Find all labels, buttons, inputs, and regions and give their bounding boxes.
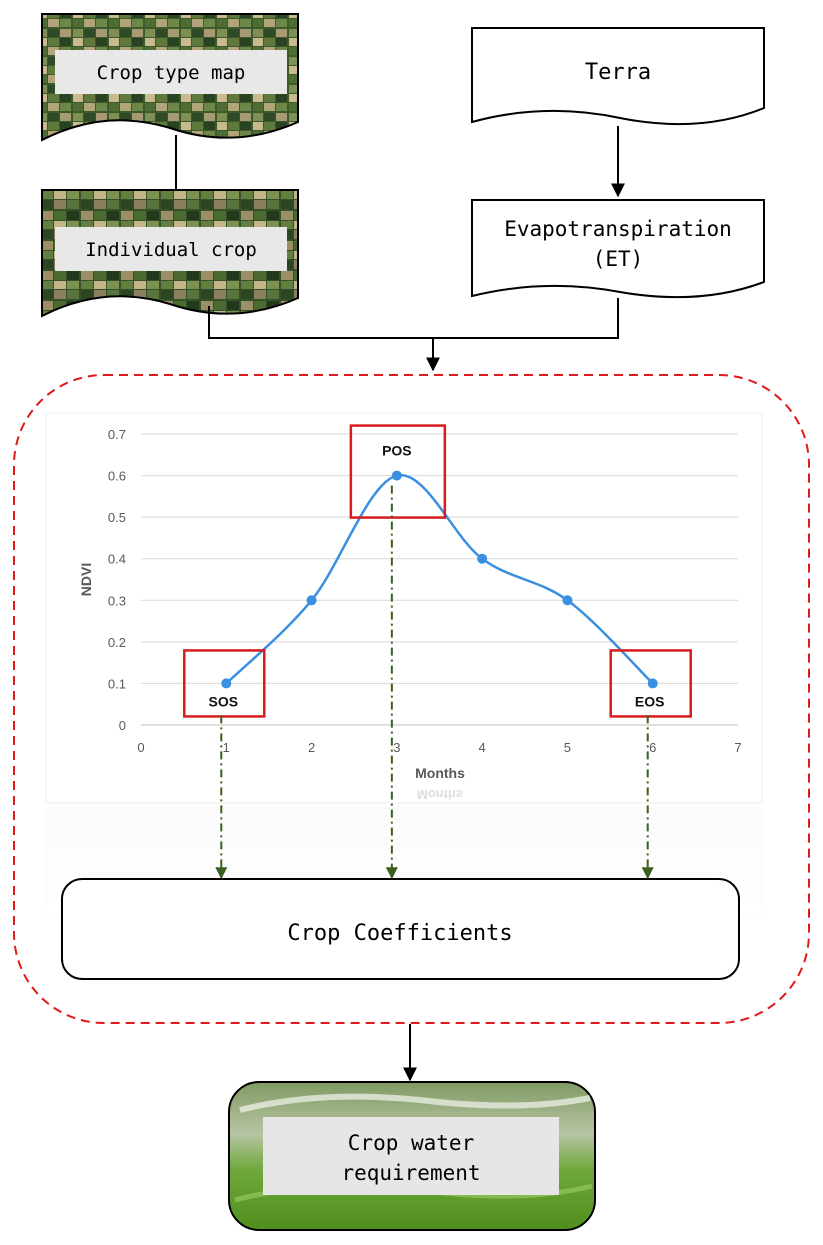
sos-highlight-box — [183, 649, 266, 718]
ndvi-data-point — [477, 553, 488, 564]
y-tick-label: 0 — [119, 718, 126, 733]
x-tick-label: 4 — [479, 740, 486, 755]
cwr-label-bg — [263, 1117, 559, 1195]
x-tick-label: 2 — [308, 740, 315, 755]
sos-label: SOS — [208, 693, 238, 709]
crop-coefficients-node: Crop Coefficients — [61, 878, 740, 980]
y-tick-label: 0.5 — [108, 510, 126, 525]
x-tick-label: 3 — [393, 740, 400, 755]
x-tick-label: 6 — [649, 740, 656, 755]
individual-crop-label: Individual crop — [85, 239, 257, 261]
individual-crop-node: Individual crop — [41, 189, 299, 318]
crop-water-requirement-node: Crop water requirement — [228, 1081, 596, 1231]
et-label-line1: Evapotranspiration — [504, 217, 732, 241]
ndvi-series-line — [225, 474, 654, 685]
y-tick-label: 0.6 — [108, 469, 126, 484]
cwr-label-line1: Crop water — [348, 1131, 474, 1155]
cwr-label-line2: requirement — [341, 1161, 480, 1185]
crop-type-map-node: Crop type map — [41, 13, 299, 142]
y-axis-title: NDVI — [78, 563, 94, 596]
terra-label: Terra — [585, 60, 651, 85]
et-label-line2: (ET) — [593, 247, 644, 271]
pos-highlight-box — [349, 424, 447, 519]
eos-highlight-box — [609, 649, 692, 718]
x-tick-label: 0 — [137, 740, 144, 755]
terra-document-shape — [471, 27, 765, 126]
analysis-dashed-region — [13, 374, 810, 1024]
ndvi-data-point — [221, 678, 232, 689]
y-tick-label: 0.7 — [108, 427, 126, 442]
terra-node: Terra — [471, 27, 765, 126]
y-tick-label: 0.4 — [108, 552, 126, 567]
crop-coefficients-label: Crop Coefficients — [287, 921, 512, 946]
merge-connector — [208, 298, 619, 339]
x-tick-label: 7 — [734, 740, 741, 755]
x-tick-label: 5 — [564, 740, 571, 755]
ndvi-data-point — [306, 595, 317, 606]
reflection-months-text: Months — [417, 787, 463, 802]
projection-arrows — [215, 485, 654, 880]
crop-type-map-label-bg — [55, 50, 287, 94]
et-node: Evapotranspiration (ET) — [471, 199, 765, 299]
ndvi-data-point — [647, 678, 658, 689]
ndvi-data-point — [562, 595, 573, 606]
crop-coefficients-box — [61, 878, 740, 980]
pos-label: POS — [382, 443, 412, 459]
y-tick-label: 0.3 — [108, 593, 126, 608]
y-tick-label: 0.1 — [108, 676, 126, 691]
x-axis-title: Months — [415, 765, 465, 781]
y-tick-label: 0.2 — [108, 635, 126, 650]
eos-label: EOS — [635, 693, 665, 709]
ndvi-data-point — [391, 470, 402, 481]
et-document-shape — [471, 199, 765, 299]
individual-crop-label-bg — [55, 227, 287, 271]
chart-panel — [45, 412, 763, 804]
crop-type-map-label: Crop type map — [97, 62, 246, 84]
x-tick-label: 1 — [223, 740, 230, 755]
